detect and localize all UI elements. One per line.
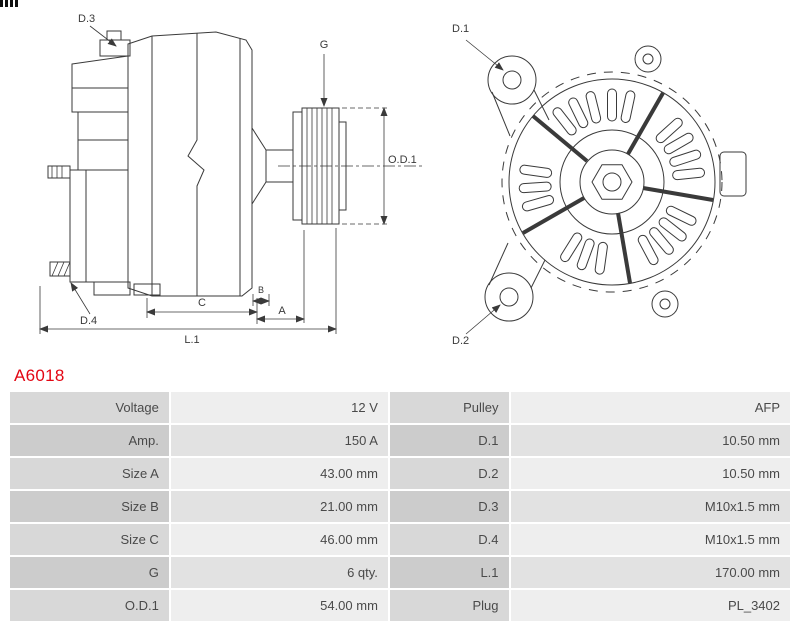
spec-label: D.1 <box>389 425 509 456</box>
spec-value: PL_3402 <box>510 590 790 621</box>
spec-label: O.D.1 <box>10 590 169 621</box>
spec-value: M10x1.5 mm <box>510 491 790 522</box>
spec-value: 6 qty. <box>170 557 388 588</box>
dim-label-d1: D.1 <box>452 23 469 35</box>
spec-value: 170.00 mm <box>510 557 790 588</box>
spec-label: D.2 <box>389 458 509 489</box>
spec-label: Size B <box>10 491 169 522</box>
spec-label: Plug <box>389 590 509 621</box>
spec-label: Size A <box>10 458 169 489</box>
dim-label-b: B <box>258 285 264 295</box>
spec-label: D.4 <box>389 524 509 555</box>
spec-row: G 6 qty. L.1 170.00 mm <box>10 557 790 588</box>
spec-row: O.D.1 54.00 mm Plug PL_3402 <box>10 590 790 621</box>
spec-row: Amp. 150 A D.1 10.50 mm <box>10 425 790 456</box>
spec-value: 21.00 mm <box>170 491 388 522</box>
dim-label-a: A <box>278 305 286 317</box>
spec-value: M10x1.5 mm <box>510 524 790 555</box>
spec-label: G <box>10 557 169 588</box>
spec-value: 150 A <box>170 425 388 456</box>
spec-value: 54.00 mm <box>170 590 388 621</box>
spec-value: AFP <box>510 392 790 423</box>
technical-drawings: G O.D.1 D.3 D.4 C B A L.1 <box>39 13 747 347</box>
spec-label: D.3 <box>389 491 509 522</box>
dim-label-d4: D.4 <box>80 315 97 327</box>
spec-label: L.1 <box>389 557 509 588</box>
spec-label: Voltage <box>10 392 169 423</box>
product-code: A6018 <box>14 366 65 385</box>
dim-label-l1: L.1 <box>184 334 199 346</box>
spec-row: Size A 43.00 mm D.2 10.50 mm <box>10 458 790 489</box>
front-view-drawing: D.1 D.2 <box>452 23 747 347</box>
dim-label-c: C <box>198 297 206 309</box>
spec-label: Amp. <box>10 425 169 456</box>
spec-row: Voltage 12 V Pulley AFP <box>10 392 790 423</box>
spec-label: Size C <box>10 524 169 555</box>
spec-row: Size B 21.00 mm D.3 M10x1.5 mm <box>10 491 790 522</box>
spec-label: Pulley <box>389 392 509 423</box>
spec-value: 46.00 mm <box>170 524 388 555</box>
spec-value: 10.50 mm <box>510 425 790 456</box>
dim-label-d3: D.3 <box>78 13 95 25</box>
spec-table: Voltage 12 V Pulley AFP Amp. 150 A D.1 1… <box>8 390 792 623</box>
dim-label-g: G <box>320 39 329 51</box>
dim-label-d2: D.2 <box>452 335 469 347</box>
dim-label-od1: O.D.1 <box>388 154 417 166</box>
spec-value: 12 V <box>170 392 388 423</box>
side-view-drawing: G O.D.1 D.3 D.4 C B A L.1 <box>39 13 424 346</box>
corner-logo-fragment <box>0 0 18 7</box>
alternator-drawing-svg: G O.D.1 D.3 D.4 C B A L.1 <box>39 13 747 347</box>
spec-value: 43.00 mm <box>170 458 388 489</box>
spec-row: Size C 46.00 mm D.4 M10x1.5 mm <box>10 524 790 555</box>
spec-value: 10.50 mm <box>510 458 790 489</box>
